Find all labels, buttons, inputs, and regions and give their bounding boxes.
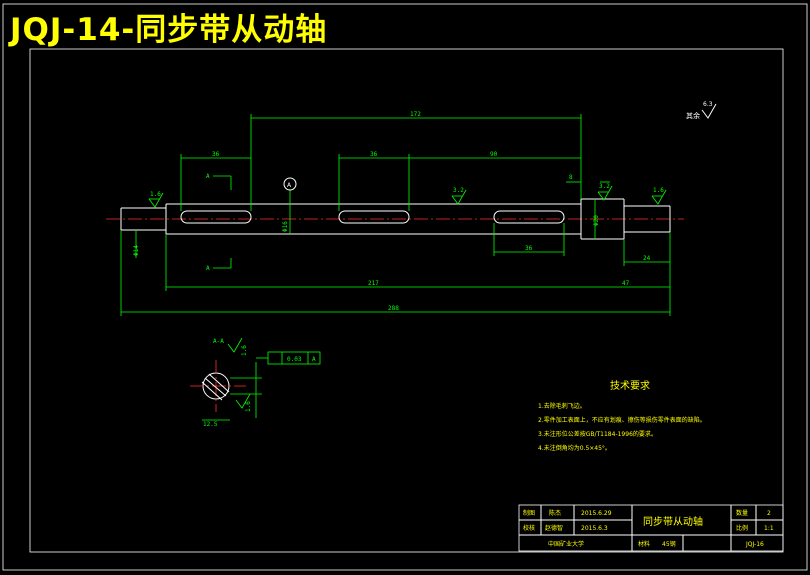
dim-8: 8 bbox=[569, 174, 573, 181]
tb-drawn-name: 陈杰 bbox=[549, 509, 561, 517]
title-block bbox=[518, 504, 784, 552]
dim-172: 172 bbox=[410, 111, 421, 118]
roughness-left: 1.6 bbox=[150, 191, 161, 198]
section-roughness-1: 1.6 bbox=[241, 345, 248, 356]
tb-code: JQJ-16 bbox=[745, 541, 764, 548]
tb-check-date: 2015.6.3 bbox=[581, 525, 608, 532]
dim-217: 217 bbox=[368, 280, 379, 287]
note-2: 2.零件加工表面上，不应有划痕、擦伤等损伤零件表面的缺陷。 bbox=[538, 416, 706, 424]
tb-school: 中国矿业大学 bbox=[548, 540, 584, 548]
tb-qty-label: 数量 bbox=[736, 509, 748, 517]
tb-qty: 2 bbox=[767, 510, 771, 517]
note-1: 1.去除毛刺飞边。 bbox=[538, 402, 586, 410]
section-mark-top: A bbox=[206, 173, 210, 180]
tb-scale-label: 比例 bbox=[736, 524, 748, 532]
dimension-lines bbox=[120, 114, 671, 316]
roughness-right1: 3.2 bbox=[599, 183, 610, 190]
dim-dia-mid: Φ16 bbox=[282, 221, 289, 232]
tb-check-label: 校核 bbox=[523, 524, 535, 532]
datum-a-label: A bbox=[287, 182, 292, 189]
dim-36-right: 36 bbox=[525, 245, 533, 252]
roughness-symbols bbox=[148, 103, 717, 208]
tb-check-name: 赵德智 bbox=[545, 524, 563, 532]
dim-36-mid: 36 bbox=[370, 151, 378, 158]
dim-288: 288 bbox=[388, 305, 399, 312]
tolerance-value: 0.03 bbox=[287, 356, 302, 363]
section-view bbox=[190, 337, 262, 421]
dim-90: 90 bbox=[490, 151, 498, 158]
inner-frame bbox=[29, 48, 784, 553]
dim-47: 47 bbox=[622, 280, 630, 287]
roughness-other-value: 6.3 bbox=[703, 101, 713, 108]
dim-dia-left: Φ14 bbox=[133, 245, 140, 256]
tolerance-datum: A bbox=[312, 356, 316, 363]
drawing-title: JQJ-14-同步带从动轴 bbox=[10, 12, 328, 48]
tb-drawn-date: 2015.6.29 bbox=[581, 510, 612, 517]
roughness-right2: 1.6 bbox=[653, 187, 664, 194]
tb-scale: 1:1 bbox=[764, 525, 774, 532]
roughness-other-label: 其余 bbox=[686, 111, 700, 120]
outer-frame bbox=[2, 3, 808, 571]
roughness-mid: 3.2 bbox=[453, 187, 464, 194]
section-label: A-A bbox=[213, 338, 224, 345]
tb-material-label: 材料 bbox=[638, 540, 650, 548]
section-mark-bottom: A bbox=[206, 265, 210, 272]
datum-a-circle bbox=[283, 177, 297, 191]
notes-heading: 技术要求 bbox=[610, 379, 650, 392]
note-4: 4.未注倒角均为0.5×45°。 bbox=[538, 444, 611, 452]
dim-36-left: 36 bbox=[212, 151, 220, 158]
note-3: 3.未注形位公差按GB/T1184-1996的要求。 bbox=[538, 430, 657, 438]
dim-24: 24 bbox=[643, 255, 651, 262]
tb-material: 45钢 bbox=[662, 540, 676, 548]
tb-part-name: 同步带从动轴 bbox=[643, 515, 703, 528]
shaft-outline bbox=[120, 198, 671, 240]
section-dim-bottom: 12.5 bbox=[203, 421, 218, 428]
section-roughness-2: 1.6 bbox=[245, 401, 252, 412]
dim-dia-right: Φ20 bbox=[593, 215, 600, 226]
tb-drawn-label: 制图 bbox=[523, 509, 535, 517]
